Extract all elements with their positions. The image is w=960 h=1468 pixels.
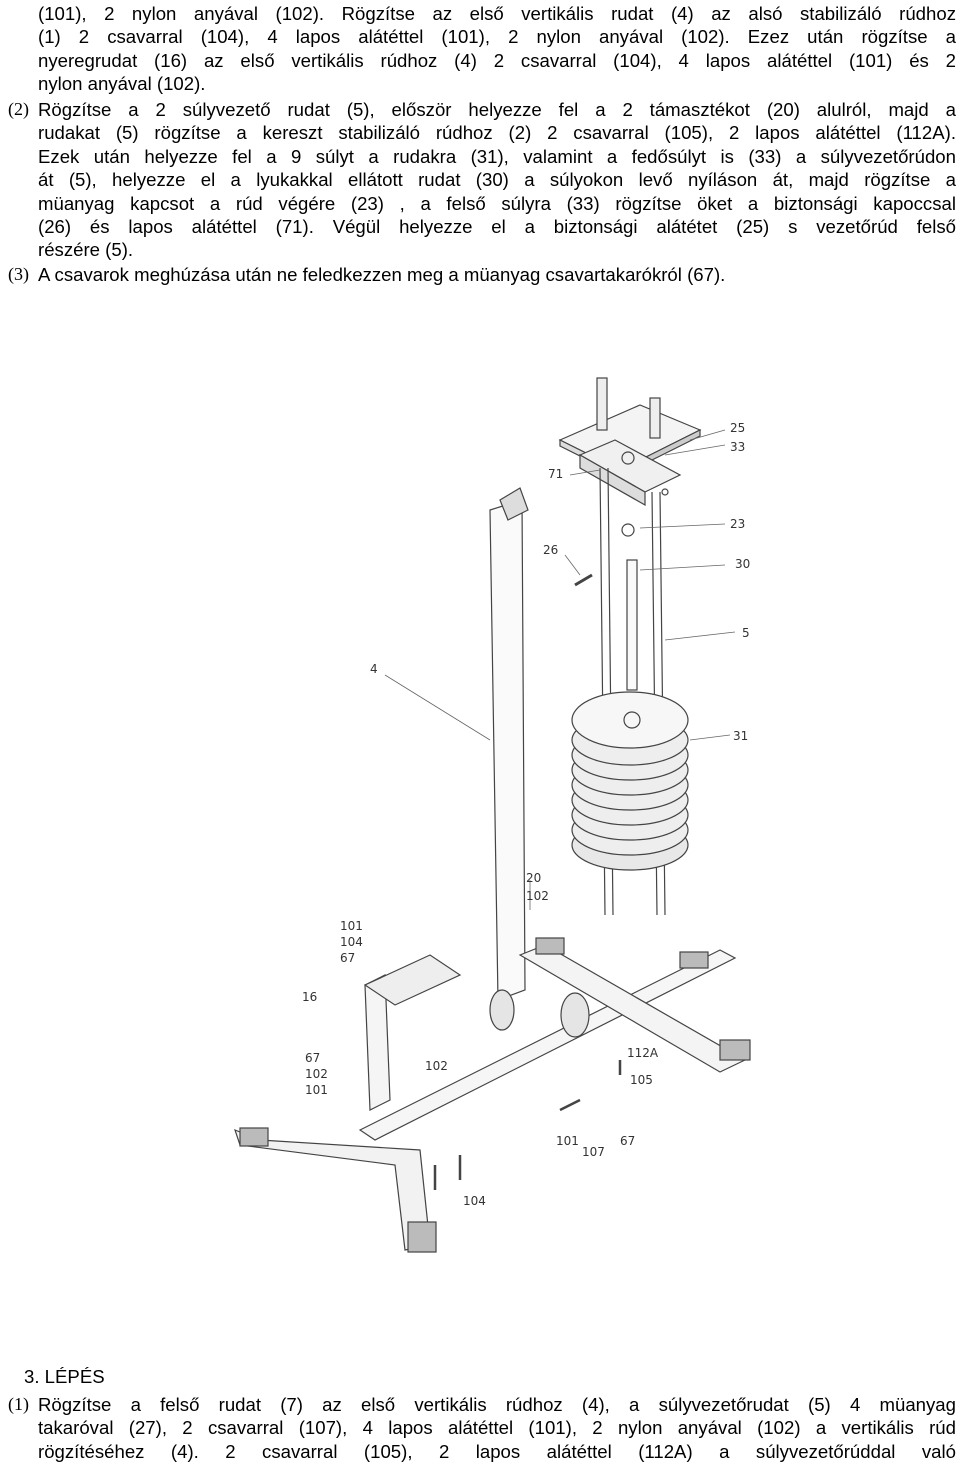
item-2-line: részére (5). xyxy=(38,239,134,261)
item-3-number: (3) xyxy=(8,264,29,284)
label-71: 71 xyxy=(548,467,563,481)
label-104: 104 xyxy=(340,935,363,949)
item-2-line: müanyag kapcsot a rúd végére (23) , a fe… xyxy=(38,192,956,214)
label-101: 101 xyxy=(305,1083,328,1097)
item-3-line: A csavarok meghúzása után ne feledkezzen… xyxy=(38,264,726,285)
step-3-paragraph: Rögzítse a felső rudat (7) az első verti… xyxy=(38,1393,956,1463)
step-heading: 3. LÉPÉS xyxy=(24,1366,105,1387)
safety-pin xyxy=(574,573,593,587)
label-104: 104 xyxy=(463,1194,486,1208)
end-cap xyxy=(407,1221,437,1253)
label-102: 102 xyxy=(305,1067,328,1081)
pulley xyxy=(560,992,590,1038)
label-20: 20 xyxy=(526,871,541,885)
label-102: 102 xyxy=(425,1059,448,1073)
label-26: 26 xyxy=(543,543,558,557)
item-2-line: Rögzítse a 2 súlyvezető rudat (5), elősz… xyxy=(38,99,956,120)
weight-stack xyxy=(571,691,689,871)
label-101: 101 xyxy=(556,1134,579,1148)
base-crossbar xyxy=(358,949,737,1141)
item-2-line: Ezek után helyezze fel a 9 súlyt a rudak… xyxy=(38,145,956,167)
item-3-paragraph: A csavarok meghúzása után ne feledkezzen… xyxy=(38,263,956,286)
pulley xyxy=(489,989,515,1031)
vertical-post xyxy=(489,499,526,1001)
label-30: 30 xyxy=(735,557,750,571)
step-3-line: takaróval (27), 2 csavarral (107), 4 lap… xyxy=(38,1417,956,1439)
label-5: 5 xyxy=(742,626,750,640)
label-33: 33 xyxy=(730,440,745,454)
label-67: 67 xyxy=(340,951,355,965)
item-2-paragraph: Rögzítse a 2 súlyvezető rudat (5), elősz… xyxy=(38,98,956,262)
end-cap xyxy=(535,937,565,955)
bolt xyxy=(559,1098,581,1112)
assembly-diagram: 25 33 71 23 26 30 5 4 31 20 102 101 104 … xyxy=(234,377,751,1253)
label-4: 4 xyxy=(370,662,378,676)
step-3-line: Rögzítse a felső rudat (7) az első verti… xyxy=(38,1394,956,1415)
intro-line: (101), 2 nylon anyával (102). Rögzítse a… xyxy=(38,3,956,24)
end-cap xyxy=(719,1039,751,1061)
intro-line: nylon anyával (102). xyxy=(38,73,206,95)
label-31: 31 xyxy=(733,729,748,743)
end-cap xyxy=(679,951,709,969)
label-67: 67 xyxy=(305,1051,320,1065)
label-16: 16 xyxy=(302,990,317,1004)
guide-rod-top xyxy=(596,377,608,431)
item-2-line: (26) és lapos alátéttel (71). Végül hely… xyxy=(38,216,956,238)
item-2-line: át (5), helyezze el a lyukakkal ellátott… xyxy=(38,169,956,191)
item-2-line: rudakat (5) rögzítse a kereszt stabilizá… xyxy=(38,122,956,144)
label-67: 67 xyxy=(620,1134,635,1148)
label-101: 101 xyxy=(340,919,363,933)
label-25: 25 xyxy=(730,421,745,435)
step-3-line: rögzítéséhez (4). 2 csavarral (105), 2 l… xyxy=(38,1440,956,1462)
intro-line: (1) 2 csavarral (104), 4 lapos alátéttel… xyxy=(38,26,956,48)
label-105: 105 xyxy=(630,1073,653,1087)
guide-rod-top xyxy=(649,397,661,439)
label-107: 107 xyxy=(582,1145,605,1159)
end-cap xyxy=(239,1127,269,1147)
intro-paragraph: (101), 2 nylon anyával (102). Rögzítse a… xyxy=(38,2,956,96)
label-23: 23 xyxy=(730,517,745,531)
step-3-item-number: (1) xyxy=(8,1394,29,1414)
selector-rod xyxy=(626,559,638,691)
label-112a: 112A xyxy=(627,1046,659,1060)
item-2-number: (2) xyxy=(8,99,29,119)
intro-line: nyeregrudat (16) az első vertikális rúdh… xyxy=(38,49,956,71)
base-rear-bar xyxy=(234,1128,431,1251)
label-102: 102 xyxy=(526,889,549,903)
seat-bracket xyxy=(363,954,462,1006)
